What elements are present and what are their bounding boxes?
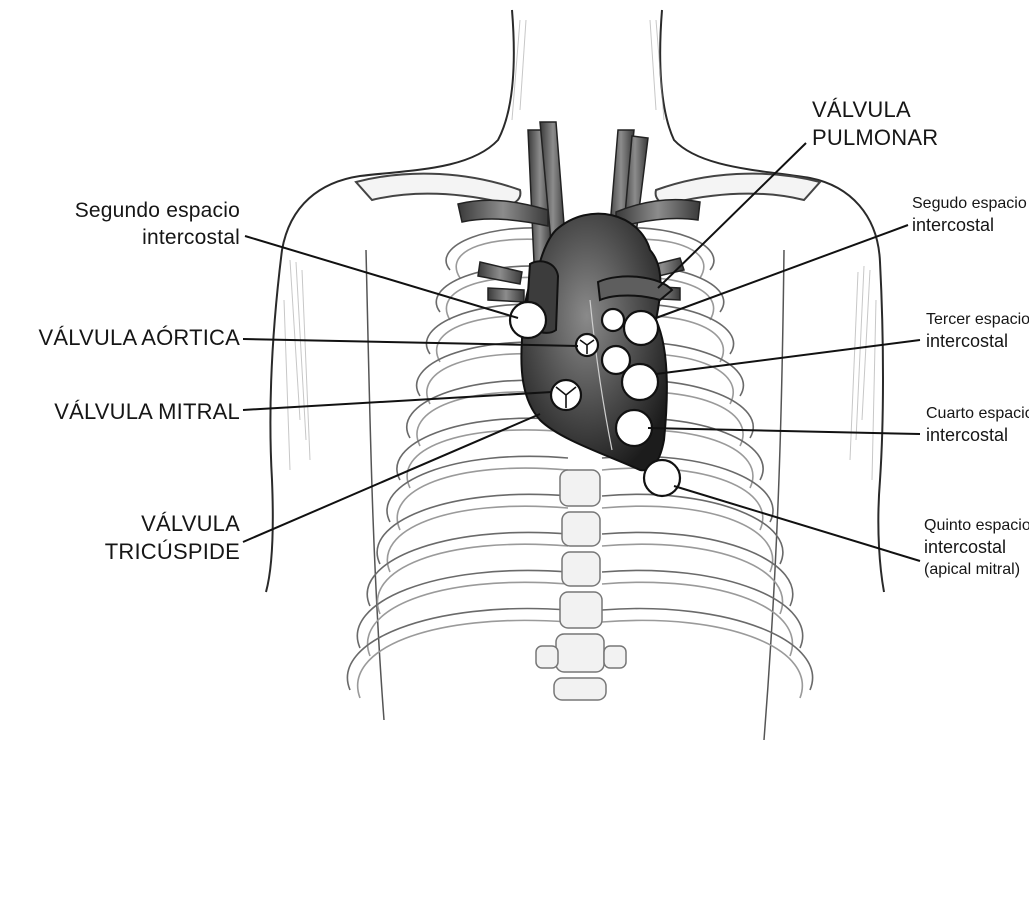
label-line: Quinto espacio: [924, 516, 1028, 536]
label-tercer-espacio: Tercer espacio intercostal: [926, 310, 1026, 354]
point-cuarto: [616, 410, 652, 446]
label-line: intercostal: [912, 214, 1024, 237]
label-line: Tercer espacio: [926, 310, 1026, 330]
label-line: (apical mitral): [924, 560, 1028, 580]
rib-left: [367, 532, 568, 606]
label-line: PULMONAR: [812, 124, 982, 152]
label-segudo-espacio-der: Segudo espacio intercostal: [912, 194, 1024, 238]
label-line: TRICÚSPIDE: [70, 538, 240, 566]
label-line: intercostal: [926, 424, 1026, 447]
rib-right: [602, 532, 793, 606]
label-quinto-espacio: Quinto espacio intercostal (apical mitra…: [924, 516, 1028, 580]
clavicles: [356, 174, 820, 204]
rib-left: [397, 468, 568, 530]
label-line: VÁLVULA MITRAL: [38, 398, 240, 426]
label-segundo-espacio-izq: Segundo espacio intercostal: [40, 198, 240, 252]
rib-right: [602, 544, 783, 614]
point-segundo-izq: [510, 302, 546, 338]
label-valvula-aortica: VÁLVULA AÓRTICA: [18, 324, 240, 352]
label-cuarto-espacio: Cuarto espacio intercostal: [926, 404, 1026, 448]
label-line: intercostal: [926, 330, 1026, 353]
rib-left: [377, 544, 568, 614]
rib-left: [387, 456, 568, 522]
rib-right: [602, 620, 802, 698]
label-line: intercostal: [924, 536, 1028, 559]
label-line: VÁLVULA: [812, 96, 982, 124]
label-line: intercostal: [40, 225, 240, 252]
label-valvula-mitral: VÁLVULA MITRAL: [38, 398, 240, 426]
point-tercer: [622, 364, 658, 400]
label-line: VÁLVULA AÓRTICA: [18, 324, 240, 352]
point-pulmonar: [602, 309, 624, 331]
label-line: Segudo espacio: [912, 194, 1024, 214]
point-segudo-der: [624, 311, 658, 345]
label-valvula-tricuspide: VÁLVULA TRICÚSPIDE: [70, 510, 240, 566]
label-line: VÁLVULA: [70, 510, 240, 538]
label-line: Cuarto espacio: [926, 404, 1026, 424]
rib-right: [602, 468, 763, 530]
point-quinto: [644, 460, 680, 496]
label-line: Segundo espacio: [40, 198, 240, 225]
label-valvula-pulmonar: VÁLVULA PULMONAR: [812, 96, 982, 152]
spine: [536, 470, 626, 700]
